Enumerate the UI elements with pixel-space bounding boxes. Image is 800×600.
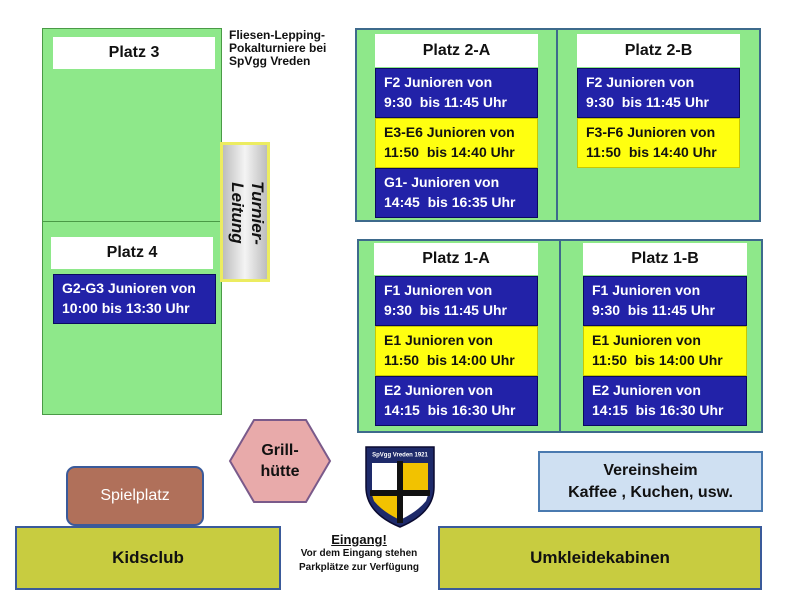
eingang-heading: Eingang! [331,532,387,547]
turnierleitung-label: Turnier-Leitung [228,181,267,245]
grillhuette-label: Grill-hütte [260,442,300,480]
vereinsheim-subtitle: Kaffee , Kuchen, usw. [568,483,733,501]
svg-text:SpVgg Vreden 1921: SpVgg Vreden 1921 [372,453,428,459]
platz-3-label: Platz 3 [53,37,215,69]
tournament-title: Fliesen-Lepping- Pokalturniere bei SpVgg… [229,28,327,68]
grillhuette-hexagon [228,419,332,503]
umkleidekabinen-building: Umkleidekabinen [438,526,762,590]
turnierleitung-box: Turnier-Leitung [220,142,270,282]
kidsclub-building: Kidsclub [15,526,281,590]
platz-1-divider [559,241,561,431]
platz-1b-label: Platz 1-B [583,243,747,275]
eingang-line-2: Parkplätze zur Verfügung [298,562,420,573]
vereinsheim-box: Vereinsheim Kaffee , Kuchen, usw. [538,451,763,512]
platz-2a-label: Platz 2-A [375,34,538,67]
eingang-note: Eingang! Vor dem Eingang stehen Parkplät… [282,532,436,575]
platz-4-label: Platz 4 [51,237,213,269]
platz-2b-label: Platz 2-B [577,34,740,67]
platz-1a-label: Platz 1-A [374,243,538,275]
spielplatz-box: Spielplatz [66,466,204,526]
platz-2-divider [556,30,558,220]
club-logo: SpVgg Vreden 1921 [365,446,435,528]
vereinsheim-title: Vereinsheim [603,461,698,479]
eingang-line-1: Vor dem Eingang stehen [300,548,418,559]
